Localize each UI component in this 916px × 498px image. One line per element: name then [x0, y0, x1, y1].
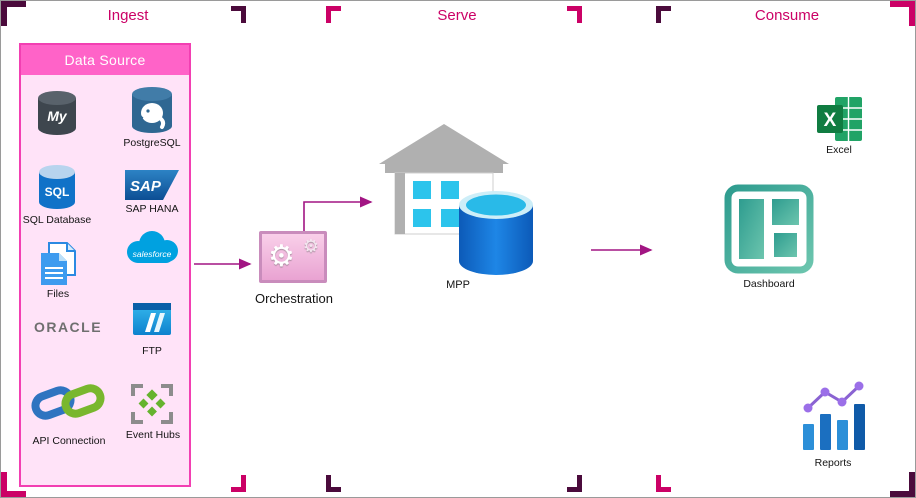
event-hubs-label: Event Hubs [125, 429, 181, 441]
frame-corner-top-left [1, 1, 26, 26]
dashboard-label: Dashboard [743, 278, 795, 290]
excel-icon: X [817, 96, 863, 147]
sap-icon-text: SAP [130, 178, 162, 195]
dashboard-icon [724, 184, 814, 279]
reports-label: Reports [814, 457, 852, 469]
frame-corner-bottom-right [890, 472, 915, 497]
sql-database-label: SQL Database [22, 214, 92, 226]
section-label-consume: Consume [754, 7, 820, 24]
data-warehouse-cylinder-icon [456, 189, 536, 284]
api-connection-icon [31, 376, 105, 433]
salesforce-icon: salesforce [123, 229, 181, 272]
event-hubs-icon [130, 383, 174, 430]
section-bracket-bottom-serve-start [326, 475, 341, 492]
section-bracket-top-ingest-end [231, 6, 246, 23]
postgresql-icon [129, 85, 175, 140]
mpp-label: MPP [446, 279, 470, 291]
frame-corner-top-right [890, 1, 915, 26]
mysql-icon: My [35, 89, 79, 142]
section-bracket-top-serve-start [326, 6, 341, 23]
ftp-label: FTP [142, 345, 162, 357]
section-label-serve: Serve [437, 7, 477, 24]
postgresql-label: PostgreSQL [123, 137, 181, 149]
sql-database-icon-text: SQL [45, 185, 70, 199]
api-connection-label: API Connection [32, 435, 106, 447]
orchestration-icon: ⚙ ⚙ [259, 231, 327, 283]
gear-icon: ⚙ [302, 236, 319, 257]
excel-label: Excel [826, 144, 852, 156]
reports-icon [801, 378, 867, 459]
warehouse-icon [379, 124, 509, 241]
gear-icon: ⚙ [268, 239, 295, 274]
oracle-logo: ORACLE [33, 319, 103, 335]
salesforce-icon-text: salesforce [133, 249, 172, 259]
excel-icon-text: X [824, 110, 837, 131]
section-bracket-top-consume-start [656, 6, 671, 23]
section-bracket-bottom-serve-end [567, 475, 582, 492]
files-label: Files [46, 288, 70, 300]
arrow-orchestration-to-mpp [303, 196, 373, 231]
section-label-ingest: Ingest [107, 7, 149, 24]
sql-database-icon: SQL [36, 163, 78, 216]
ftp-icon [132, 299, 172, 344]
data-source-title: Data Source [21, 45, 189, 75]
files-icon [37, 241, 79, 292]
section-bracket-bottom-ingest-end [231, 475, 246, 492]
frame-corner-bottom-left [1, 472, 26, 497]
sap-hana-label: SAP HANA [125, 203, 179, 215]
sap-hana-icon: SAP [125, 169, 179, 206]
section-bracket-top-serve-end [567, 6, 582, 23]
orchestration-label: Orchestration [254, 291, 334, 306]
mysql-icon-text: My [47, 108, 68, 124]
section-bracket-bottom-consume-start [656, 475, 671, 492]
